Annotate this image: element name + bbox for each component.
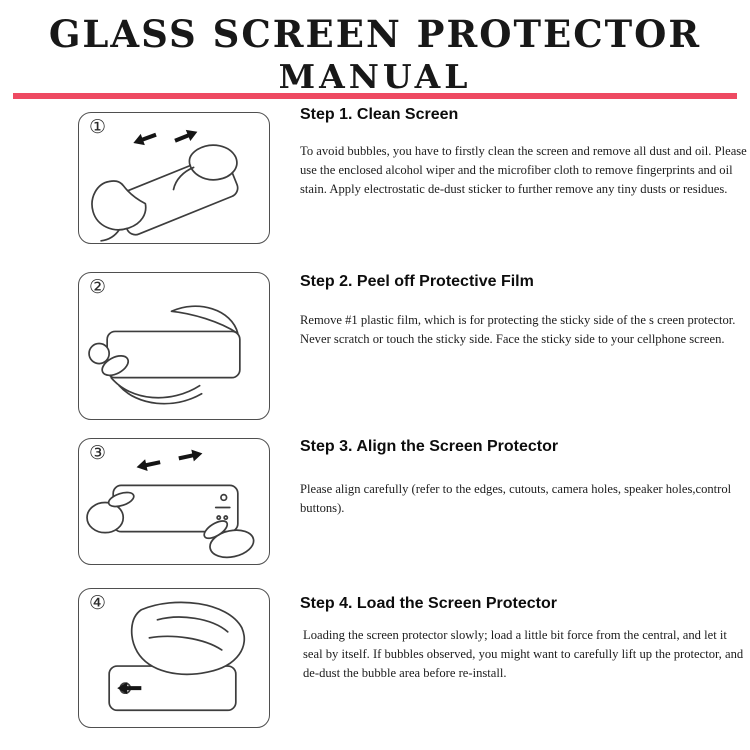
finger bbox=[101, 355, 130, 377]
step4-number-badge: ④ bbox=[89, 592, 107, 614]
hand-detail-line bbox=[100, 228, 121, 242]
manual-title-line2: MANUAL bbox=[278, 57, 472, 96]
left-hand bbox=[86, 501, 125, 534]
right-hand bbox=[209, 529, 255, 559]
step3-body: Please align carefully (refer to the edg… bbox=[300, 482, 732, 515]
thumb bbox=[88, 342, 111, 365]
load-direction-arrow-icon bbox=[117, 682, 142, 695]
align-protector-illustration bbox=[86, 449, 255, 559]
step1-illustration-box: ① bbox=[78, 112, 270, 244]
camera-hole bbox=[220, 493, 228, 502]
step3-illustration-box: ③ bbox=[78, 438, 270, 565]
phone-outline bbox=[106, 330, 241, 379]
peeled-film-wave-1 bbox=[110, 376, 201, 399]
step1-heading: Step 1. Clean Screen bbox=[300, 106, 459, 123]
peel-film-illustration bbox=[88, 305, 241, 405]
hand-fold-line-1 bbox=[156, 616, 229, 633]
step3-number-badge: ③ bbox=[89, 442, 107, 464]
step2-illustration-box: ② bbox=[78, 272, 270, 420]
sensor-dot-1 bbox=[216, 515, 222, 521]
step4-heading: Step 4. Load the Screen Protector bbox=[300, 595, 557, 612]
left-finger bbox=[107, 491, 135, 508]
wiping-hand bbox=[188, 144, 238, 181]
step3-heading: Step 3. Align the Screen Protector bbox=[300, 438, 559, 455]
step1-body: To avoid bubbles, you have to firstly cl… bbox=[300, 144, 747, 196]
clean-screen-illustration bbox=[91, 129, 239, 242]
step1-number-badge: ① bbox=[89, 116, 107, 138]
load-protector-illustration bbox=[108, 601, 246, 712]
right-finger bbox=[203, 520, 229, 540]
step2-number-badge: ② bbox=[89, 276, 107, 298]
step4-body: Loading the screen protector slowly; loa… bbox=[303, 628, 744, 680]
peeled-film-wave-2 bbox=[118, 384, 203, 405]
sensor-dot-2 bbox=[223, 515, 229, 521]
lifting-film bbox=[170, 305, 239, 335]
align-right-arrow-icon bbox=[178, 449, 203, 462]
step2-heading: Step 2. Peel off Protective Film bbox=[300, 273, 534, 290]
title-divider bbox=[13, 93, 737, 99]
manual-title-line1: GLASS SCREEN PROTECTOR bbox=[48, 12, 702, 56]
wipe-left-arrow-icon bbox=[133, 132, 157, 146]
wipe-right-arrow-icon bbox=[174, 129, 198, 143]
step2-body: Remove #1 plastic film, which is for pro… bbox=[300, 313, 736, 346]
hand-fold-line-2 bbox=[148, 635, 223, 651]
holding-hand bbox=[91, 180, 147, 231]
align-left-arrow-icon bbox=[136, 459, 161, 471]
step4-illustration-box: ④ bbox=[78, 588, 270, 728]
wipe-fold-line bbox=[172, 166, 195, 191]
